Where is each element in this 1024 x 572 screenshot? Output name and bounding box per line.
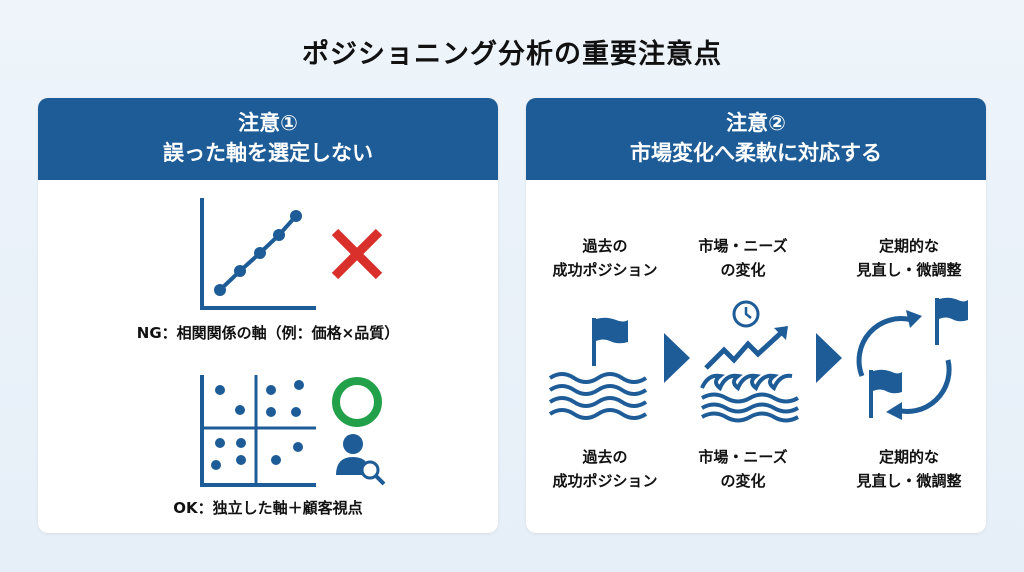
label-line: 見直し・微調整 — [856, 472, 962, 490]
label-line: 市場・ニーズ — [698, 237, 788, 255]
page-title: ポジショニング分析の重要注意点 — [302, 39, 722, 70]
label-line: 過去の — [582, 448, 628, 466]
card-heading: 注意① — [238, 111, 298, 135]
customer-search-icon — [336, 434, 386, 486]
card-heading: 注意② — [726, 111, 786, 135]
label-line: 定期的な — [878, 237, 939, 255]
card-header: 注意① 誤った軸を選定しない — [38, 98, 498, 180]
label-line: 定期的な — [878, 448, 939, 466]
step-market-change-label: 市場・ニーズの変化 — [678, 234, 808, 282]
independent-quadrant-chart-icon — [200, 375, 316, 487]
card-header: 注意② 市場変化へ柔軟に対応する — [526, 98, 986, 180]
label-line: 見直し・微調整 — [856, 261, 962, 279]
caution-card-1: 注意① 誤った軸を選定しない NG：相関関係の軸（例：価格×品質） OK：独立し… — [38, 98, 498, 533]
step-review-label: 定期的な見直し・微調整 — [844, 234, 974, 282]
ok-circle-icon — [332, 377, 382, 427]
ng-label: NG：相関関係の軸（例：価格×品質） — [136, 324, 400, 342]
ng-cross-icon — [331, 228, 383, 280]
label-line: 成功ポジション — [552, 261, 658, 279]
market-change-waves-icon — [700, 300, 800, 423]
arrow-right-icon — [664, 333, 690, 383]
card-subheading: 市場変化へ柔軟に対応する — [630, 141, 882, 165]
label-line: の変化 — [720, 261, 766, 279]
arrow-right-icon — [816, 333, 842, 383]
ok-label: OK：独立した軸＋顧客視点 — [173, 499, 363, 517]
label-line: 過去の — [582, 237, 628, 255]
card-subheading: 誤った軸を選定しない — [163, 141, 373, 165]
review-cycle-flags-icon — [856, 297, 968, 420]
correlated-line-chart-icon — [200, 198, 316, 310]
step-past-success-label: 過去の成功ポジション — [540, 234, 670, 282]
step-market-change-caption: 市場・ニーズの変化 — [678, 445, 808, 493]
flag-on-waves-icon — [548, 317, 648, 420]
caution-card-2: 注意② 市場変化へ柔軟に対応する 過去の成功ポジション 市場・ニーズの変化 定期… — [526, 98, 986, 533]
step-past-success-caption: 過去の成功ポジション — [540, 445, 670, 493]
label-line: 市場・ニーズ — [698, 448, 788, 466]
label-line: の変化 — [720, 472, 766, 490]
label-line: 成功ポジション — [552, 472, 658, 490]
step-review-caption: 定期的な見直し・微調整 — [844, 445, 974, 493]
